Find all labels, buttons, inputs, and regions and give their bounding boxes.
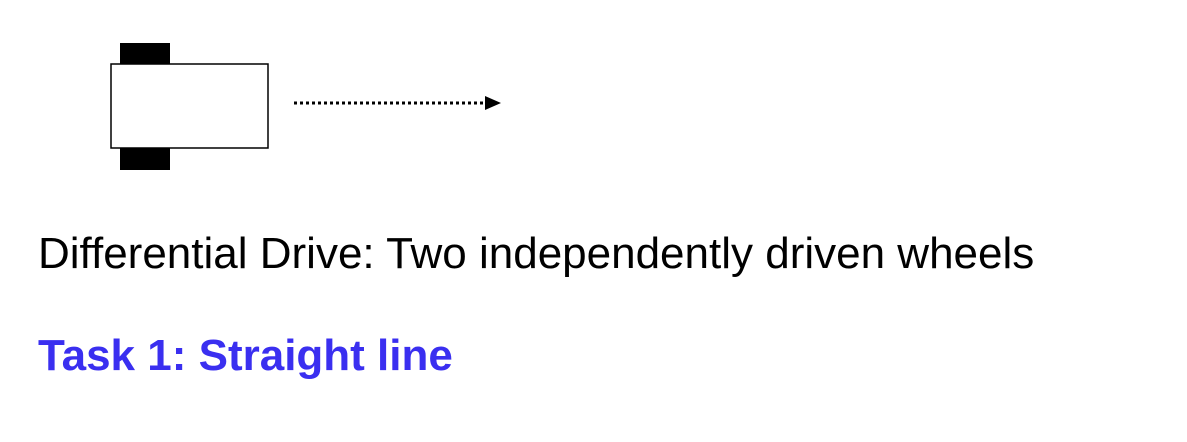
- robot-diagram: [110, 43, 501, 170]
- left-wheel: [120, 43, 170, 64]
- robot-body: [110, 63, 269, 149]
- task-heading: Task 1: Straight line: [38, 331, 453, 380]
- diagram-caption: Differential Drive: Two independently dr…: [38, 229, 1035, 278]
- dotted-arrow-right-icon: [294, 96, 501, 110]
- arrow-head: [485, 96, 501, 110]
- right-wheel: [120, 148, 170, 170]
